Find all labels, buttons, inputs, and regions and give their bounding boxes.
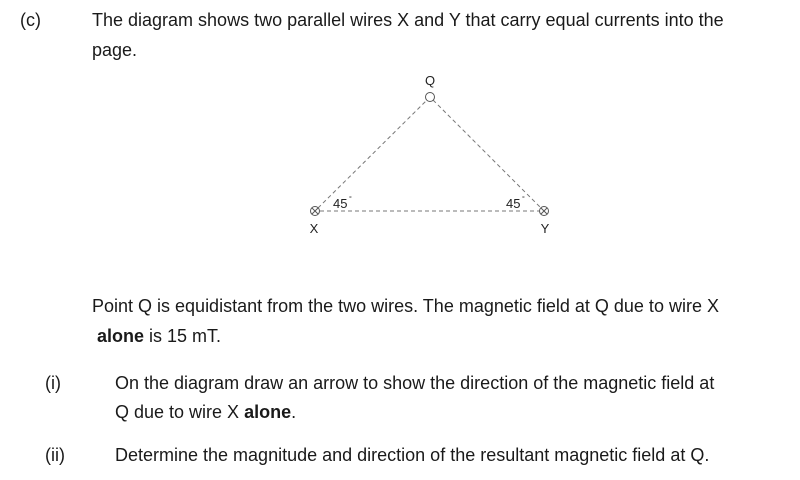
wire-y-into-page-icon xyxy=(539,206,549,216)
part-i-end: . xyxy=(291,402,297,422)
part-i-bold: alone xyxy=(244,402,292,422)
wire-y-label: Y xyxy=(541,221,550,236)
angle-right-degree: ° xyxy=(522,195,525,203)
part-c-line2: page. xyxy=(92,40,138,60)
line-yq xyxy=(432,99,542,209)
part-i-line2-text: Q due to wire X xyxy=(115,402,245,422)
part-c-label: (c) xyxy=(20,10,41,30)
part-ii-line1: Determine the magnitude and direction of… xyxy=(115,445,710,465)
statement-line2: alone is 15 mT. xyxy=(97,321,221,351)
angle-left-degree: ° xyxy=(349,195,352,203)
line-xq xyxy=(317,99,428,209)
statement-rest: is 15 mT. xyxy=(144,326,222,346)
statement-line1: Point Q is equidistant from the two wire… xyxy=(92,296,719,316)
part-ii-label: (ii) xyxy=(45,445,65,465)
angle-left-label: 45 xyxy=(333,196,347,211)
angle-right-label: 45 xyxy=(506,196,520,211)
part-i-line2: Q due to wire X alone. xyxy=(115,397,296,427)
wire-x-into-page-icon xyxy=(310,206,320,216)
part-i-line1: On the diagram draw an arrow to show the… xyxy=(115,373,715,393)
point-q-label: Q xyxy=(425,73,435,88)
statement-bold: alone xyxy=(97,326,145,346)
wire-x-label: X xyxy=(310,221,319,236)
part-c-line1: The diagram shows two parallel wires X a… xyxy=(92,10,724,30)
part-i-label: (i) xyxy=(45,373,61,393)
point-q-marker xyxy=(425,92,435,102)
